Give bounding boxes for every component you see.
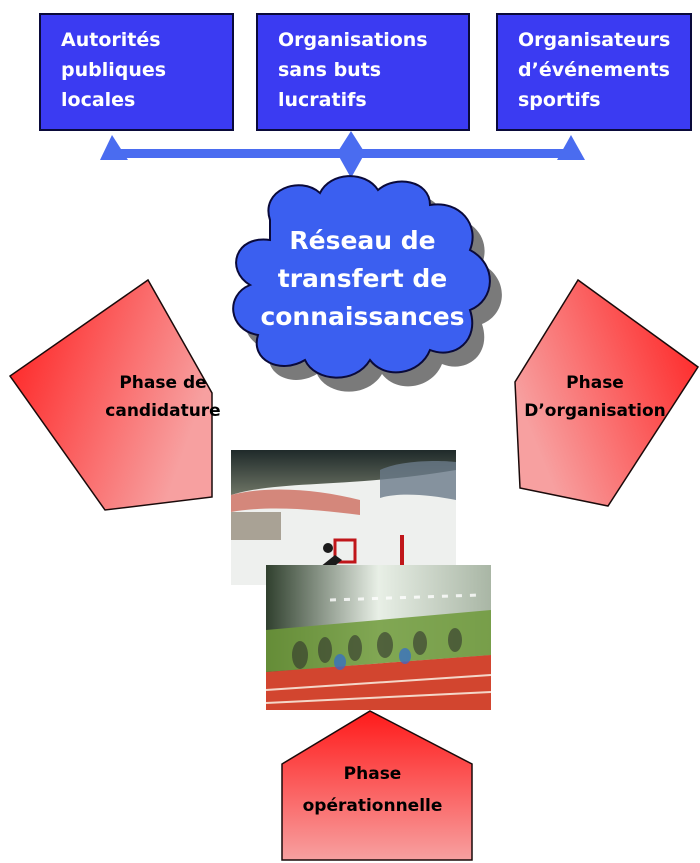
box-line: locales xyxy=(61,89,136,111)
cloud-line: connaissances xyxy=(260,302,465,331)
phase-label-operational: Phase opérationnelle xyxy=(280,758,465,822)
cloud-line: transfert de xyxy=(277,264,448,293)
phase-label-candidature: Phase de candidature xyxy=(78,369,248,425)
box-line: Autorités xyxy=(61,29,161,51)
photo-ski-slalom xyxy=(231,450,456,585)
phase-arrow-left xyxy=(8,278,213,511)
phase-line: D’organisation xyxy=(524,401,666,421)
box-line: d’événements xyxy=(518,59,670,81)
phase-label-organisation: Phase D’organisation xyxy=(500,369,690,425)
box-line: sportifs xyxy=(518,89,601,111)
cloud-line: Réseau de xyxy=(289,226,436,255)
cloud-label: Réseau de transfert de connaissances xyxy=(245,222,480,336)
phase-line: Phase xyxy=(343,764,402,784)
connector-diamond-center xyxy=(337,131,365,178)
phase-line: Phase de xyxy=(119,373,207,393)
box-line: lucratifs xyxy=(278,89,367,111)
phase-line: candidature xyxy=(105,401,221,421)
connector-arrowhead-left xyxy=(100,135,128,160)
box-local-authorities: Autorités publiques locales xyxy=(39,13,234,131)
photo-athletics-track xyxy=(265,565,492,710)
phase-arrow-bottom xyxy=(281,710,473,861)
box-nonprofit-organisations: Organisations sans buts lucratifs xyxy=(256,13,470,131)
cloud-shape xyxy=(232,175,491,379)
phase-arrow-right xyxy=(514,278,700,507)
box-line: publiques xyxy=(61,59,167,81)
phase-line: opérationnelle xyxy=(302,796,443,816)
phase-line: Phase xyxy=(566,373,624,393)
connector-arrowhead-right xyxy=(557,135,585,160)
box-line: sans buts xyxy=(278,59,382,81)
connector xyxy=(100,131,585,178)
box-line: Organisateurs xyxy=(518,29,671,51)
box-line: Organisations xyxy=(278,29,428,51)
box-event-organisers: Organisateurs d’événements sportifs xyxy=(496,13,692,131)
